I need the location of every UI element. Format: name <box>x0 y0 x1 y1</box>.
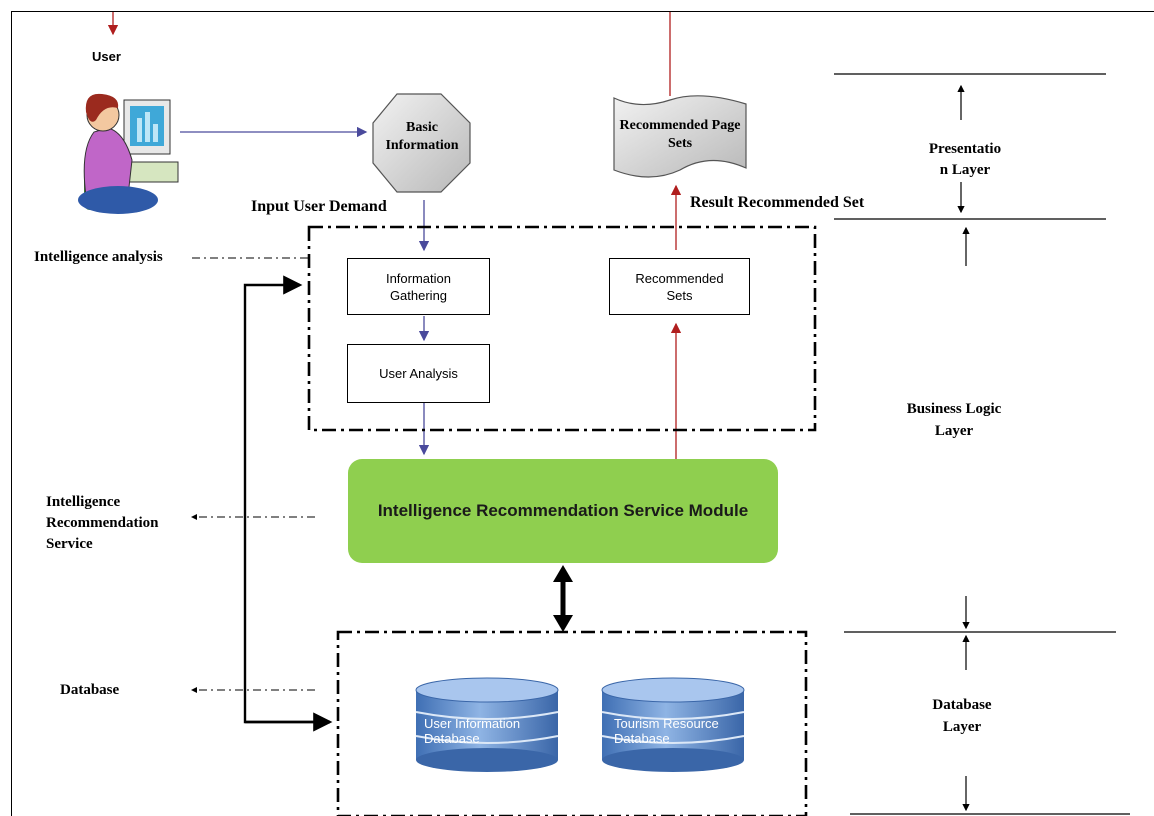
diagram-frame <box>11 11 1154 816</box>
irs-line-2: Recommendation <box>46 515 159 531</box>
result-recommended-set-label: Result Recommended Set <box>690 194 865 211</box>
module-db-arrow-down <box>553 615 573 632</box>
recsets-line-1: Recommended <box>635 270 724 286</box>
uidb-line-1: User Information <box>424 716 521 731</box>
recommendation-service-module: Intelligence Recommendation Service Modu… <box>348 459 778 563</box>
user-analysis-box: User Analysis <box>347 344 490 403</box>
recommended-page-sets-label: Recommended Page Sets <box>619 118 741 151</box>
database-layer-label: Database Layer <box>902 694 1022 738</box>
business-line-2: Layer <box>934 423 974 439</box>
database-label: Database <box>60 682 120 698</box>
intelligence-analysis-label: Intelligence analysis <box>34 249 163 265</box>
feedback-loop-line <box>243 275 330 724</box>
trdb-line-1: Tourism Resource <box>614 716 719 731</box>
presentation-line-2: n Layer <box>939 162 991 178</box>
user-label: User <box>92 49 121 64</box>
dblayer-line-1: Database <box>932 697 992 713</box>
tourism-resource-database-label: Tourism Resource Database <box>614 716 719 746</box>
tourism-resource-database-icon <box>601 677 745 772</box>
user-information-database-label: User Information Database <box>424 716 520 746</box>
gathering-line-2: Gathering <box>389 287 448 303</box>
business-logic-layer-label: Business Logic Layer <box>894 398 1014 442</box>
dblayer-line-2: Layer <box>942 719 982 735</box>
business-logic-boundary <box>307 225 817 432</box>
recommended-sets-box: Recommended Sets <box>609 258 750 315</box>
module-db-arrow-up <box>553 565 573 582</box>
presentation-line-1: Presentatio <box>928 141 1002 157</box>
database-boundary <box>336 630 808 816</box>
irs-line-3: Service <box>46 536 93 552</box>
input-user-demand-label: Input User Demand <box>251 198 387 215</box>
basic-information-label: Basic Information <box>385 120 459 153</box>
basic-information-octagon <box>372 93 471 193</box>
trdb-line-2: Database <box>614 731 670 746</box>
irs-line-1: Intelligence <box>46 494 121 510</box>
uidb-line-2: Database <box>424 731 480 746</box>
recsets-line-2: Sets <box>666 287 693 303</box>
presentation-layer-label: Presentatio n Layer <box>905 139 1025 181</box>
user-information-database-icon <box>415 677 559 772</box>
recommended-page-sets-shape <box>613 95 747 178</box>
gathering-line-1: Information <box>385 270 452 286</box>
intelligence-recommendation-service-label: Intelligence Recommendation Service <box>46 492 159 555</box>
user-computer-clipart <box>78 93 179 214</box>
information-gathering-box: Information Gathering <box>347 258 490 315</box>
business-line-1: Business Logic <box>906 401 1002 417</box>
